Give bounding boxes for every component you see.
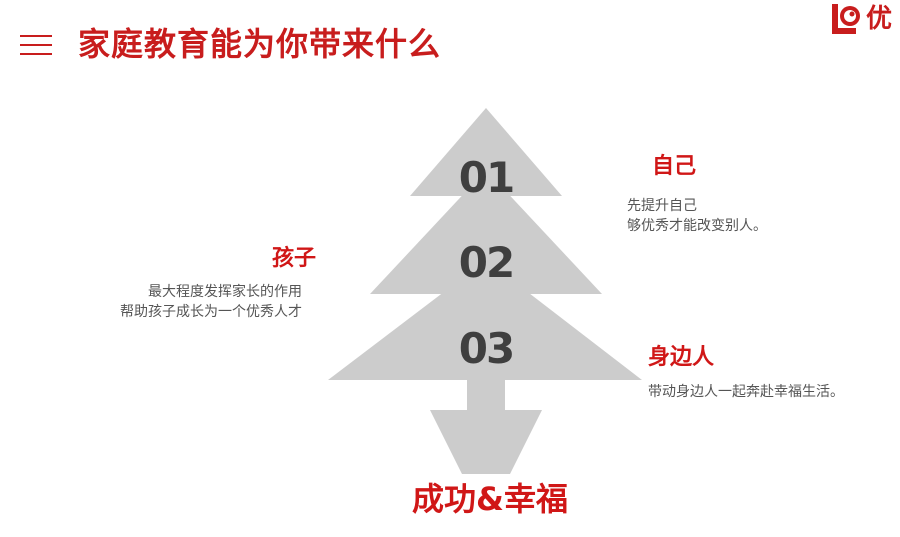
heading-others: 身边人: [648, 345, 715, 370]
logo-text: 优: [866, 4, 893, 34]
desc-child-line-2: 帮助孩子成长为一个优秀人才: [120, 304, 302, 320]
desc-others-line-1: 带动身边人一起奔赴幸福生活。: [648, 384, 844, 400]
tree-tier-2: [370, 170, 602, 294]
tree-tier-1: [410, 108, 562, 196]
number-01: 01: [458, 153, 515, 202]
number-03: 03: [458, 324, 515, 373]
logo-mark-icon: [832, 4, 860, 34]
desc-child-line-1: 最大程度发挥家长的作用: [148, 284, 302, 300]
desc-others: 带动身边人一起奔赴幸福生活。: [648, 382, 844, 402]
page-title: 家庭教育能为你带来什么: [78, 25, 442, 63]
desc-self: 先提升自己 够优秀才能改变别人。: [627, 196, 767, 236]
heading-self: 自己: [652, 154, 697, 179]
tree-arrow: [430, 410, 542, 474]
logo: 优: [828, 2, 900, 36]
heading-child: 孩子: [272, 246, 317, 271]
tree-trunk: [467, 380, 505, 412]
desc-self-line-2: 够优秀才能改变别人。: [627, 218, 767, 234]
result-label: 成功&幸福: [412, 480, 568, 518]
tree-graphic: [328, 108, 642, 474]
desc-child: 最大程度发挥家长的作用 帮助孩子成长为一个优秀人才: [80, 282, 302, 322]
tree-tier-3: [328, 260, 642, 380]
desc-self-line-1: 先提升自己: [627, 198, 697, 214]
number-02: 02: [458, 238, 515, 287]
menu-icon[interactable]: [20, 33, 52, 57]
